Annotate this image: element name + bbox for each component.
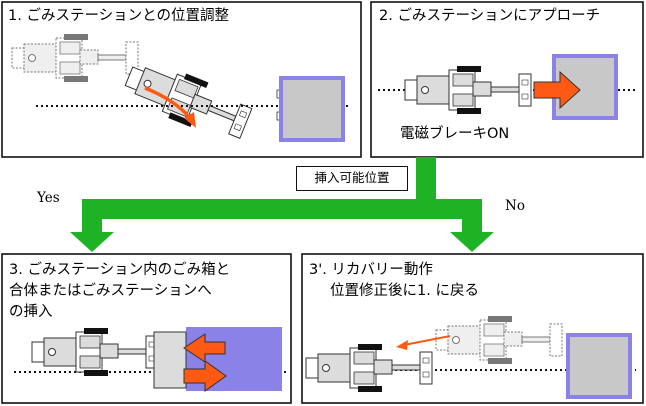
step3-line-1: 3. ごみステーション内のごみ箱と (9, 262, 231, 278)
insert-arrow-right (183, 360, 227, 392)
step3-line-3: の挿入 (9, 304, 53, 320)
flow-bar (82, 199, 482, 219)
no-label: No (505, 198, 525, 214)
no-arrow (450, 232, 494, 252)
yes-label: Yes (37, 190, 60, 206)
turn-arrow-head (184, 112, 196, 128)
step3b-line-2: 位置修正後に1. に戻る (330, 283, 479, 299)
step2-note: 電磁ブレーキON (400, 126, 510, 142)
step3b-line-1: 3'. リカバリー動作 (309, 262, 433, 278)
step3-line-2: 合体またはごみステーションへ (9, 283, 212, 299)
step1-title: 1. ごみステーションとの位置調整 (8, 8, 230, 24)
recovery-arrow-head (396, 340, 408, 350)
panel-step1 (1, 1, 362, 158)
panel-step3-recovery (301, 253, 644, 404)
garbage-station (566, 333, 632, 399)
flow-stem (416, 157, 436, 199)
yes-arrow (70, 232, 114, 252)
turn-arrow (144, 86, 192, 120)
approach-arrow (533, 70, 581, 110)
panel-step2 (370, 1, 644, 158)
condition-box: 挿入可能位置 (296, 166, 408, 191)
insert-arrow-left (183, 333, 226, 363)
panel-step3 (1, 253, 292, 404)
step2-title: 2. ごみステーションにアプローチ (379, 8, 601, 24)
recovery-arrow (403, 335, 451, 346)
flow-branch (70, 157, 494, 252)
garbage-station (279, 76, 345, 142)
